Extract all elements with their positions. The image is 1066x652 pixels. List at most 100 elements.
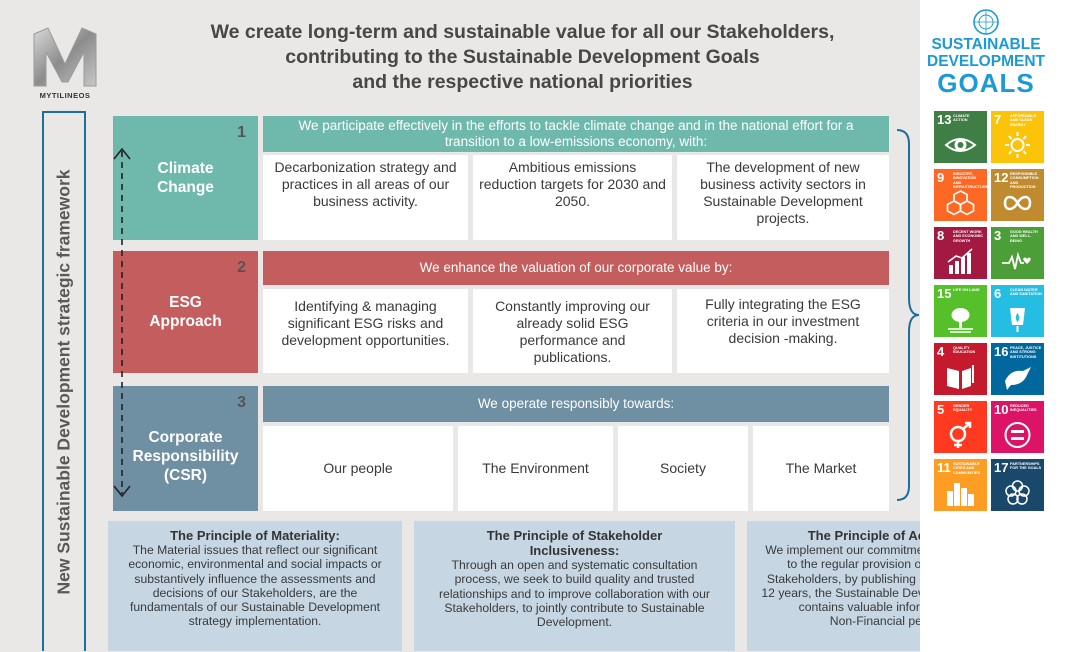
sdg-tile-4: 4 Quality Education xyxy=(934,343,987,395)
principle-title: The Principle of Materiality: xyxy=(170,528,340,543)
sdg-number: 6 xyxy=(994,286,1002,301)
sdg-name: Good Health and Well-Being xyxy=(1010,230,1038,243)
pillar-label-line: (CSR) xyxy=(163,467,208,484)
principle-title: Inclusiveness: xyxy=(529,543,620,558)
pillar-label: Climate Change xyxy=(113,159,258,197)
sdg-name: Sustainable Cities and Communities xyxy=(953,462,980,475)
rings-icon xyxy=(1005,480,1030,505)
city-icon xyxy=(947,483,974,506)
sdg-name: Reduced Inequalities xyxy=(1010,404,1037,413)
pillar-2-item-3: Fully integrating the ESG criteria in ou… xyxy=(677,289,889,373)
pillar-2-item-1: Identifying & managing significant ESG r… xyxy=(263,289,468,373)
sdg-number: 12 xyxy=(994,170,1009,185)
sdg-name: Industry, Innovation and Infrastructure xyxy=(953,172,989,190)
principle-text-line: decisions of our Stakeholders, are the xyxy=(152,585,358,600)
sdg-number: 11 xyxy=(937,460,951,475)
pillar-3-item-4: The Market xyxy=(753,426,889,511)
sdg-name: Partnerships for the Goals xyxy=(1010,462,1042,471)
sdg-tile-5: 5 Gender Equality xyxy=(934,401,987,453)
pillar-esg-approach: 2 ESG Approach xyxy=(113,251,258,373)
pillar-label-line: Corporate xyxy=(148,429,223,446)
sdg-tile-15: 15 Life on Land xyxy=(934,285,987,337)
framework-title: New Sustainable Development strategic fr… xyxy=(53,169,74,595)
pillar-3-item-2: The Environment xyxy=(458,426,613,511)
pillar-number: 2 xyxy=(237,259,246,276)
sdg-number: 10 xyxy=(994,402,1009,417)
headline-line-3: and the respective national priorities xyxy=(352,71,693,93)
principle-title: The Principle of Stakeholder xyxy=(486,528,663,543)
sdg-number: 5 xyxy=(937,402,945,417)
sdg-number: 7 xyxy=(994,112,1002,127)
sdg-number: 13 xyxy=(937,112,952,127)
pillar-1-item-2: Ambitious emissions reduction targets fo… xyxy=(473,155,672,240)
pillar-label-line: ESG xyxy=(169,294,202,311)
sdg-number: 16 xyxy=(994,344,1009,359)
equal-icon xyxy=(1004,422,1031,448)
pillar-label: Corporate Responsibility (CSR) xyxy=(113,428,258,485)
sdg-number: 3 xyxy=(994,228,1002,243)
principle-materiality: The Principle of Materiality: The Materi… xyxy=(108,521,402,651)
pillar-label: ESG Approach xyxy=(113,293,258,331)
principle-text-line: fundamentals of our Sustainable Developm… xyxy=(130,600,380,615)
pillar-3-item-3: Society xyxy=(618,426,748,511)
principle-text-line: relationships and to improve collaborati… xyxy=(439,586,710,601)
eye-globe-icon xyxy=(944,138,977,152)
sdg-name: Life on Land xyxy=(953,288,980,292)
principle-text-line: Development. xyxy=(536,615,613,630)
sdg-number: 8 xyxy=(937,228,945,243)
cubes-icon xyxy=(946,190,975,216)
dove-icon xyxy=(1005,367,1031,390)
pillar-label-line: Approach xyxy=(149,313,222,330)
headline-line-1: We create long-term and sustainable valu… xyxy=(210,21,835,43)
sdg-name: Quality Education xyxy=(953,346,976,355)
pillar-number: 1 xyxy=(237,124,246,141)
sdg-name: Gender Equality xyxy=(953,404,973,413)
principle-text-line: The Material issues that reflect our sig… xyxy=(132,543,378,557)
sdg-tile-9: 9 Industry, Innovation and Infrastructur… xyxy=(934,169,989,221)
pillar-2-banner: We enhance the valuation of our corporat… xyxy=(263,251,889,285)
sdg-tile-11: 11 Sustainable Cities and Communities xyxy=(934,459,987,511)
principle-text-line: economic, environmental and social impac… xyxy=(128,557,382,572)
sdg-tile-6: 6 Clean Water and Sanitation xyxy=(991,285,1044,337)
sdg-name: Responsible Consumption and Production xyxy=(1010,172,1039,190)
gender-icon xyxy=(949,421,972,448)
pillar-1-item-3: The development of new business activity… xyxy=(677,155,889,240)
principle-text-line: Stakeholders, to jointly contribute to S… xyxy=(444,600,705,615)
pillar-label-line: Climate xyxy=(157,160,214,177)
sdg-tile-8: 8 Decent Work and Economic Growth xyxy=(934,227,987,279)
headline: We create long-term and sustainable valu… xyxy=(150,20,895,95)
pillar-3-item-1: Our people xyxy=(263,426,453,511)
principle-text-line: substantively influence the assessments … xyxy=(134,571,376,586)
sdg-title-line: SUSTAINABLE xyxy=(931,36,1041,53)
sdg-tile-7: 7 Affordable and Clean Energy xyxy=(991,111,1044,163)
sdg-title: SUSTAINABLE DEVELOPMENT GOALS xyxy=(924,36,1048,98)
book-icon xyxy=(947,365,974,389)
sdg-title-goals: GOALS xyxy=(937,68,1035,98)
pillar-2-item-2: Constantly improving our already solid E… xyxy=(473,289,672,373)
infinity-icon xyxy=(1003,195,1032,211)
framework-title-box: New Sustainable Development strategic fr… xyxy=(42,111,86,651)
sdg-tile-16: 16 Peace, Justice and Strong Institution… xyxy=(991,343,1044,395)
sdg-title-line: DEVELOPMENT xyxy=(927,52,1045,70)
pillar-label-line: Responsibility xyxy=(132,448,239,465)
curly-brace-icon xyxy=(896,129,920,501)
pillar-3-banner: We operate responsibly towards: xyxy=(263,386,889,422)
principle-text-line: Through an open and systematic consultat… xyxy=(451,558,698,572)
pillar-corporate-responsibility: 3 Corporate Responsibility (CSR) xyxy=(113,386,258,511)
sdg-number: 4 xyxy=(937,344,945,359)
sdg-name: Clean Water and Sanitation xyxy=(1010,288,1042,297)
sdg-name: Climate Action xyxy=(953,114,970,123)
growth-chart-icon xyxy=(947,248,973,274)
heartbeat-icon xyxy=(1002,251,1031,270)
sdg-tile-3: 3 Good Health and Well-Being xyxy=(991,227,1044,279)
mytilineos-logo-icon xyxy=(33,27,97,87)
un-emblem-icon xyxy=(973,9,999,35)
pillar-number: 3 xyxy=(237,394,246,411)
pillar-1-banner: We participate effectively in the effort… xyxy=(263,116,889,152)
sdg-name: Affordable and Clean Energy xyxy=(1010,114,1037,127)
sdg-tile-12: 12 Responsible Consumption and Productio… xyxy=(991,169,1044,221)
pillar-1-item-1: Decarbonization strategy and practices i… xyxy=(263,155,468,240)
dashed-double-arrow-icon xyxy=(113,147,131,498)
sdg-tile-10: 10 Reduced Inequalities xyxy=(991,401,1044,453)
sdg-tile-17: 17 Partnerships for the Goals xyxy=(991,459,1044,511)
